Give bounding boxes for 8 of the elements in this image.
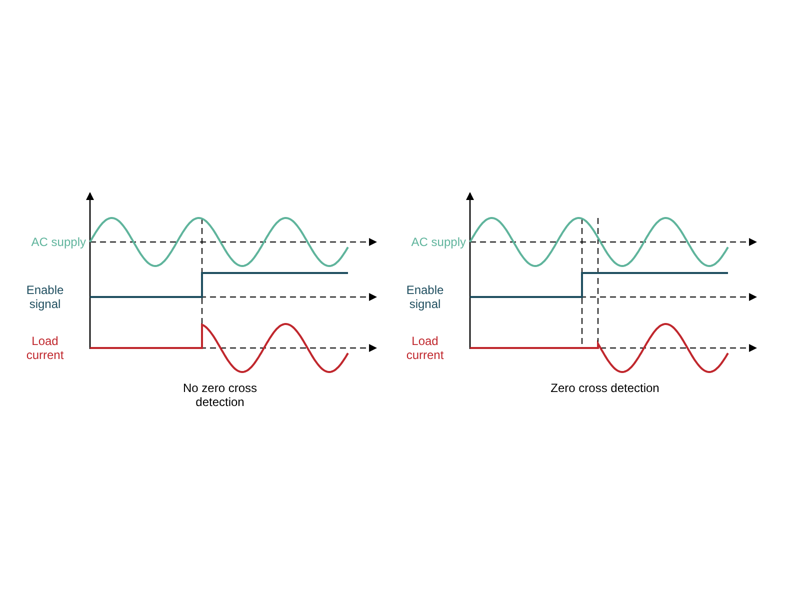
signal-label: Enable signal (25, 283, 65, 311)
caption: Zero cross detection (550, 381, 660, 395)
signal-label: Load current (405, 334, 445, 362)
signal-label: AC supply (30, 235, 86, 249)
signal-label: Load current (25, 334, 65, 362)
signal-label: Enable signal (405, 283, 445, 311)
signal-label: AC supply (410, 235, 466, 249)
caption: No zero cross detection (182, 381, 258, 409)
